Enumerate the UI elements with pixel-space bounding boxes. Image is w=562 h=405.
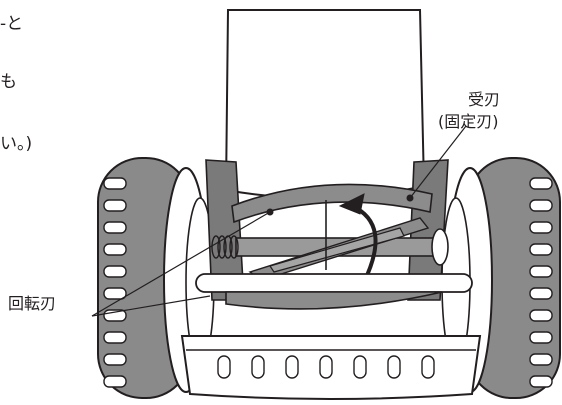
lower-blade-plate (225, 291, 443, 310)
rotary-blade-leader-b (91, 295, 211, 317)
instruction-text-line-3: い。) (0, 134, 33, 154)
fixed-blade (231, 183, 433, 224)
rotary-blade-dot (266, 208, 274, 216)
grass-catcher (224, 9, 426, 200)
fixed-blade-leader (409, 125, 467, 199)
fixed-blade-sublabel: (固定刃) (438, 112, 499, 131)
instruction-text-line-1: ‐と (0, 14, 24, 34)
fixed-blade-label: 受刃 (468, 90, 501, 109)
rotation-arrow-head (338, 193, 365, 215)
rotary-blade-leader-a (91, 211, 271, 317)
right-hub (431, 228, 449, 266)
instruction-text-line-2: も (0, 72, 17, 92)
roller-bar (195, 273, 473, 293)
rotary-blade-2 (269, 227, 405, 273)
base-vents (217, 355, 435, 379)
spring (211, 235, 239, 259)
fixed-blade-dot (406, 194, 414, 202)
rotary-blade-label: 回転刃 (8, 294, 57, 313)
